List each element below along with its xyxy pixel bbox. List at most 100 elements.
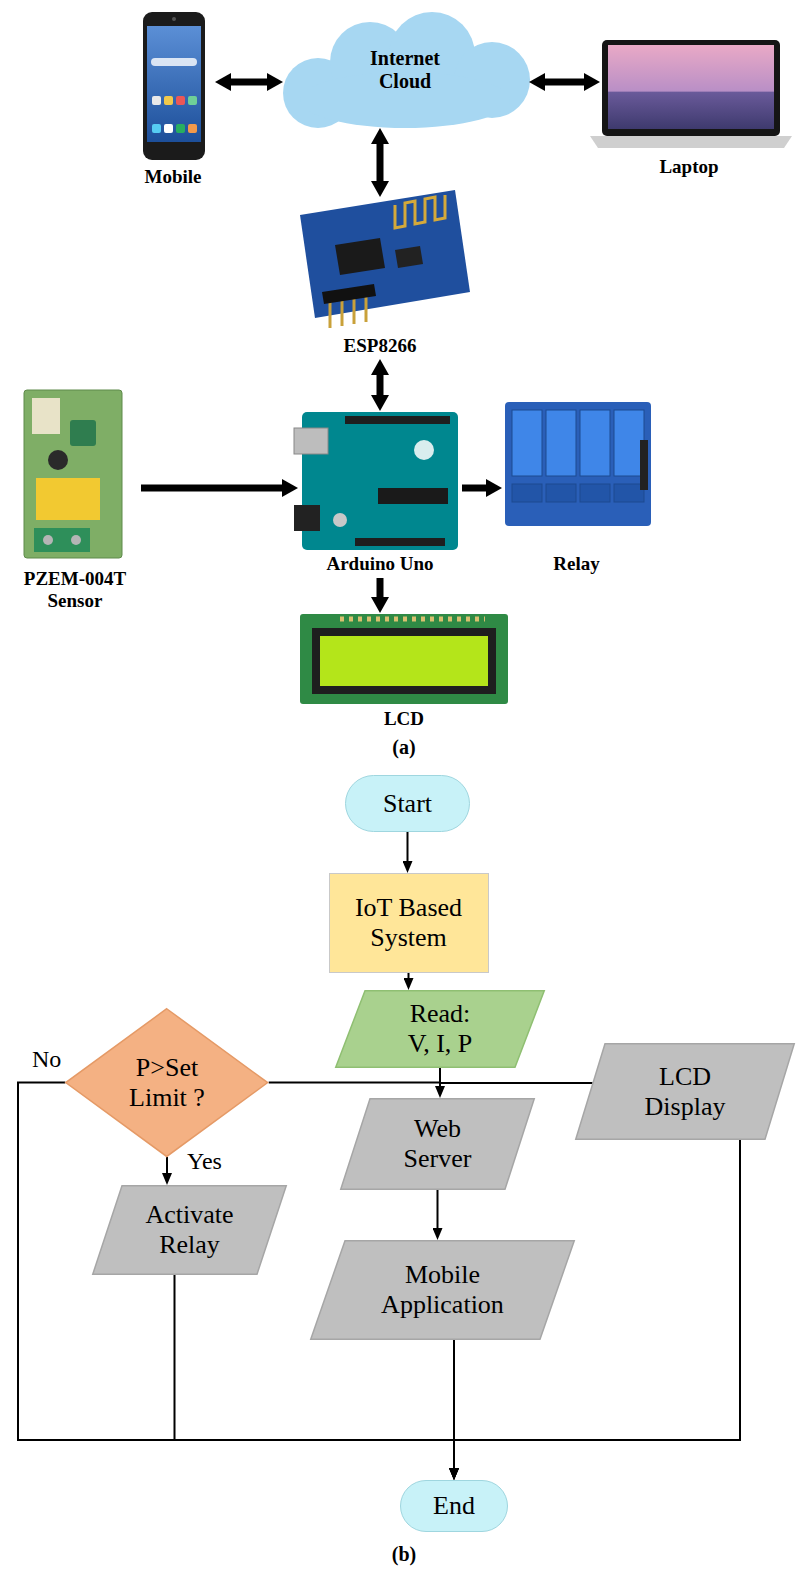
microcontroller-picture [378,488,448,504]
wifi-module-picture [335,238,385,275]
parallelogram-outline [341,1099,535,1190]
microcontroller-picture [333,513,347,527]
node-text: Mobile Application [368,1260,518,1320]
parallelogram-outline [93,1186,287,1275]
node-text: ESP8266 [344,335,417,357]
relay-picture [546,410,576,476]
flow-connector [437,1190,439,1228]
relay-picture [505,402,651,526]
phone-picture [152,124,161,133]
block-arrow [141,485,282,492]
phone-picture [151,58,197,66]
phone-picture [152,96,161,105]
node-text: LCD Display [635,1062,735,1122]
sensor-picture [71,535,81,545]
wifi-module-picture [329,300,332,328]
microcontroller-picture [294,505,320,531]
wifi-module-picture [341,298,344,326]
phone-picture [143,12,205,160]
block-arrow [462,485,486,492]
lcd-picture [300,614,508,704]
wifi-module-picture [322,284,376,304]
phone-picture [172,17,176,21]
node-text: Read: V, I, P [400,999,480,1059]
decision-diamond: P>Set Limit ? [65,1008,268,1157]
wifi-module-picture [300,190,470,328]
panel-caption: (b) [392,1543,416,1566]
relay-picture [614,484,644,502]
wifi-module-picture [365,294,368,322]
phone-picture [164,124,173,133]
node-text: Laptop [659,156,718,178]
sensor-picture [48,450,68,470]
cloud-shape [283,12,530,128]
block-arrow [377,375,384,395]
sensor-picture [43,535,53,545]
parallelogram-outline [311,1241,575,1340]
node-text: Arduino Uno [326,553,433,575]
phone-picture [188,124,197,133]
output-parallelogram: Activate Relay [92,1185,287,1275]
node-text: Web Server [388,1114,488,1174]
node-text: LCD [384,708,424,730]
relay-picture [512,484,542,502]
wifi-module-picture [300,190,470,318]
node-text: Internet Cloud [355,47,455,93]
mobile-phone: Mobile [135,8,211,188]
phone-picture [147,26,201,142]
laptop-picture [608,45,774,129]
node-text: IoT Based System [339,893,479,953]
wifi-module: ESP8266 [290,185,470,357]
relay-picture [580,410,610,476]
sensor-picture [32,398,60,434]
microcontroller-picture [294,428,328,454]
power-sensor: PZEM-004T Sensor [15,385,135,612]
block-arrow [377,578,384,597]
phone-picture [164,96,173,105]
node-text: Activate Relay [140,1200,240,1260]
io-parallelogram: Read: V, I, P [335,990,545,1068]
flow-connector [408,973,410,978]
internet-cloud: Internet Cloud [275,12,535,128]
node-text: PZEM-004T Sensor [15,568,135,612]
relay-picture [580,484,610,502]
block-arrow [377,144,384,181]
flow-connector [269,1068,440,1083]
laptop-picture [590,136,792,148]
node-text: Relay [553,553,599,575]
output-parallelogram: Web Server [340,1098,535,1190]
sensor-picture [24,390,122,558]
output-parallelogram: LCD Display [575,1043,795,1140]
relay-picture [505,402,651,526]
lcd-picture [320,636,488,686]
diamond-outline [66,1009,268,1157]
edge-label: No [30,1046,63,1074]
edge-label: Yes [185,1148,224,1176]
microcontroller-picture [345,416,450,424]
parallelogram-outline [336,991,545,1068]
microcontroller-board: Arduino Uno [300,410,460,575]
laptop-picture [602,40,780,136]
sensor-picture [70,420,96,446]
output-parallelogram: Mobile Application [310,1240,575,1340]
block-arrow [231,79,267,86]
sensor-picture [34,528,90,552]
microcontroller-picture [355,538,445,546]
phone-picture [176,124,185,133]
phone-picture [188,96,197,105]
wifi-module-picture [353,296,356,324]
relay-picture [640,440,648,490]
relay-picture [512,410,542,476]
phone-picture [176,96,185,105]
wifi-module-picture [395,246,423,268]
panel-caption: (a) [392,736,415,759]
microcontroller-picture [414,440,434,460]
laptop-picture [590,40,792,148]
relay-picture [614,410,644,476]
node-text: Start [383,789,432,819]
laptop: Laptop [588,38,790,178]
sensor-picture [24,390,122,558]
lcd-picture [312,628,496,694]
wifi-module-picture [395,195,445,228]
